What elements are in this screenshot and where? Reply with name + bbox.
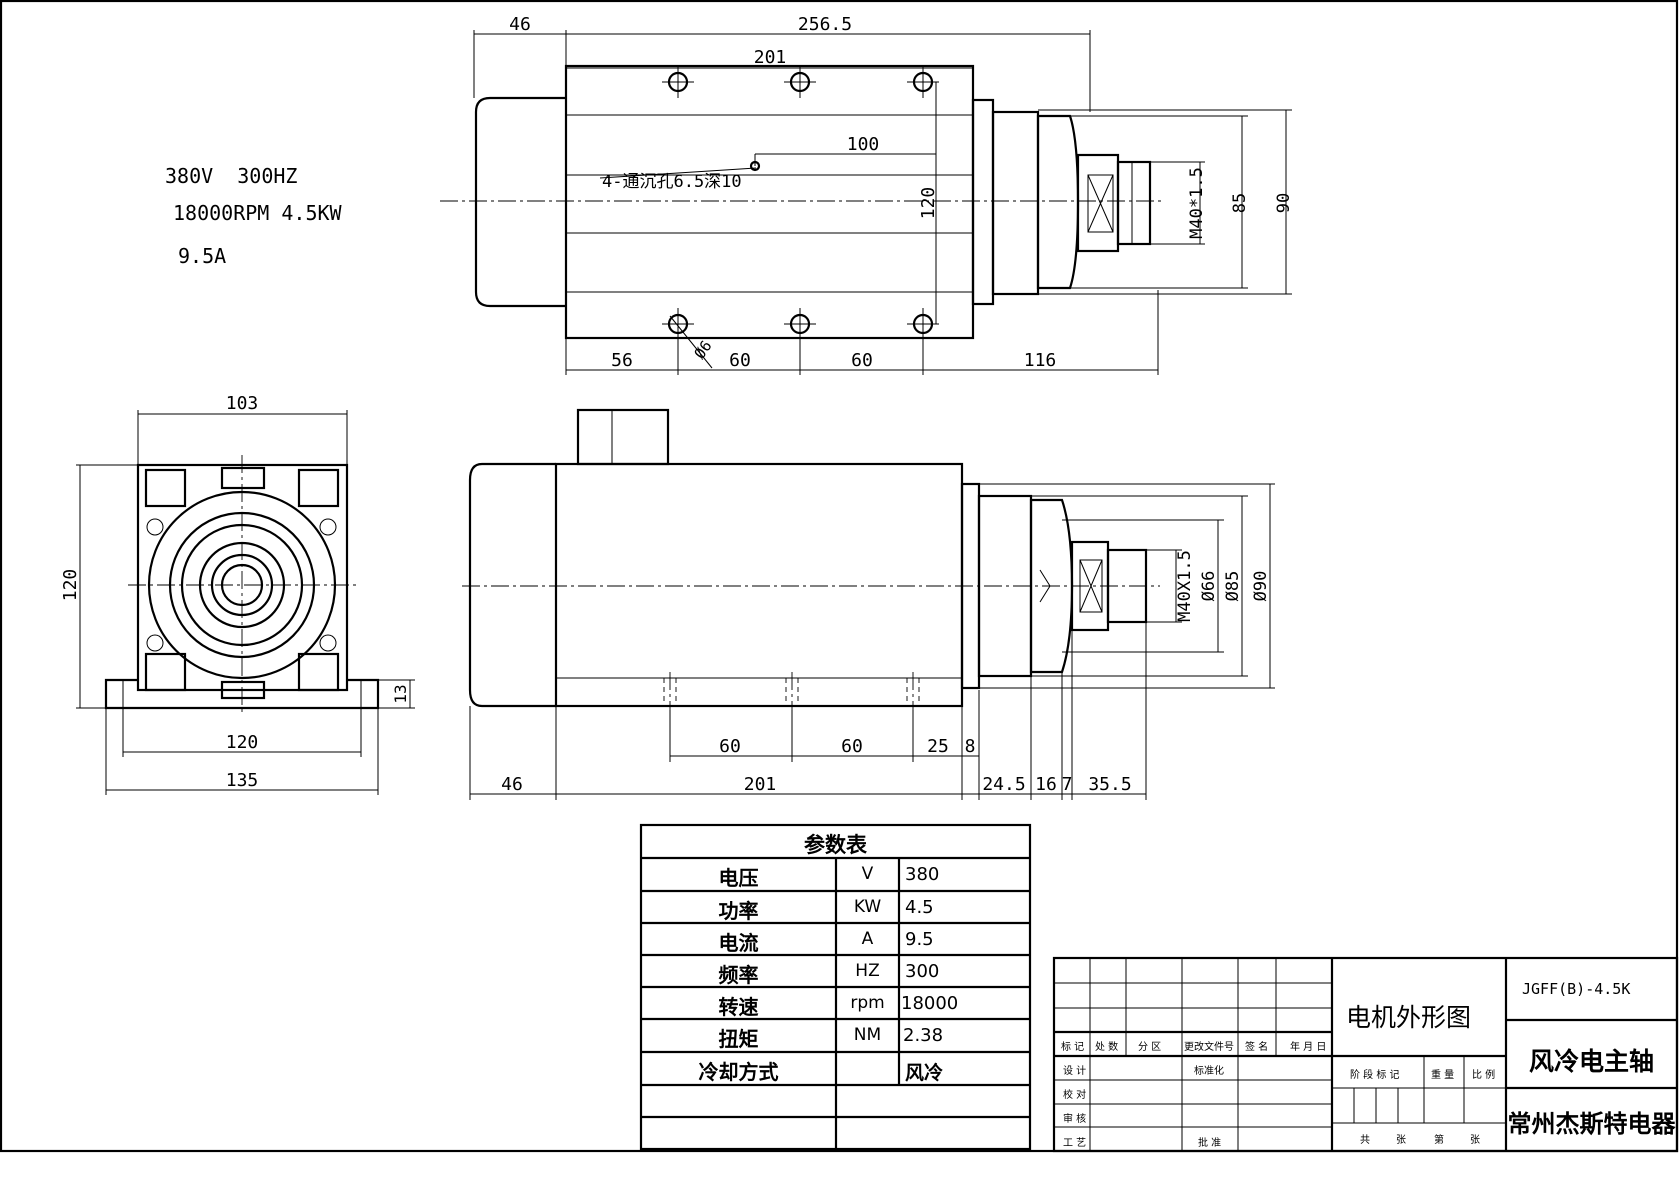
- side-dim-35-5: 35.5: [1088, 774, 1131, 795]
- dim-60-b: 60: [851, 350, 873, 371]
- dim-116: 116: [1024, 350, 1057, 371]
- label-sheet-2: 张: [1470, 1135, 1480, 1146]
- label-review: 审 核: [1063, 1114, 1087, 1125]
- param-value: 2.38: [903, 1025, 944, 1046]
- label-weight: 重 量: [1431, 1070, 1455, 1081]
- dim-left-46: 46: [509, 14, 531, 35]
- param-name: 转速: [718, 995, 759, 1019]
- param-value: 9.5: [905, 929, 934, 950]
- side-dim-24-5: 24.5: [982, 774, 1025, 795]
- param-unit: rpm: [850, 993, 885, 1013]
- label-count: 处 数: [1095, 1042, 1119, 1053]
- dim-end-135: 135: [226, 770, 259, 791]
- dim-total-256-5: 256.5: [798, 14, 852, 35]
- side-dim-d90: Ø90: [1251, 571, 1271, 602]
- label-mark: 标 记: [1061, 1042, 1085, 1053]
- dim-phi6: Ø6: [691, 337, 716, 362]
- spec-line-rpm-power: 18000RPM 4.5KW: [173, 201, 342, 225]
- dim-d85-top: 85: [1230, 193, 1250, 213]
- side-dim-25: 25: [927, 736, 949, 757]
- company-name: 常州杰斯特电器: [1507, 1110, 1676, 1138]
- param-unit: KW: [853, 897, 882, 917]
- top-rear-cap: [474, 96, 566, 308]
- dim-56: 56: [611, 350, 633, 371]
- dim-body-201: 201: [754, 47, 787, 68]
- label-design: 设 计: [1063, 1066, 1087, 1077]
- label-sign: 签 名: [1245, 1042, 1269, 1053]
- dim-hole-pitch-100: 100: [847, 134, 880, 155]
- label-date: 年 月 日: [1290, 1042, 1327, 1053]
- side-dim-60-b: 60: [841, 736, 863, 757]
- dim-end-13: 13: [391, 684, 410, 703]
- param-unit: V: [861, 864, 874, 884]
- model-number: JGFF(B)-4.5K: [1522, 980, 1631, 998]
- dim-end-120-height: 120: [60, 569, 81, 602]
- param-unit: A: [861, 929, 874, 949]
- side-dim-8: 8: [965, 736, 976, 757]
- param-name: 功率: [718, 899, 759, 923]
- param-value: 300: [905, 961, 940, 982]
- param-value: 18000: [901, 993, 959, 1014]
- drawing-frame: [0, 0, 1679, 1153]
- label-stage: 阶 段 标 记: [1350, 1070, 1400, 1081]
- side-dim-201: 201: [744, 774, 777, 795]
- label-total: 共: [1360, 1135, 1370, 1146]
- label-standard: 标准化: [1194, 1066, 1224, 1077]
- label-process: 工 艺: [1063, 1138, 1087, 1149]
- side-body: [554, 462, 964, 708]
- param-name: 电压: [718, 866, 759, 890]
- drawing-name: 电机外形图: [1346, 1003, 1472, 1032]
- thread-m40: M40*1.5: [1187, 167, 1207, 239]
- param-name: 扭矩: [718, 1027, 759, 1051]
- spec-line-current: 9.5A: [178, 244, 227, 268]
- side-mount-holes: [663, 678, 920, 706]
- param-unit: HZ: [855, 961, 880, 981]
- hole-note: 4-通沉孔6.5深10: [602, 172, 742, 192]
- param-unit: NM: [853, 1025, 882, 1045]
- side-dim-60-a: 60: [719, 736, 741, 757]
- side-junction-box: [576, 408, 670, 466]
- label-check: 校 对: [1063, 1090, 1087, 1101]
- side-dim-46: 46: [501, 774, 523, 795]
- end-view: 103 120 13 120 135: [60, 393, 415, 795]
- product-name: 风冷电主轴: [1528, 1047, 1654, 1076]
- label-sheets: 张: [1396, 1135, 1406, 1146]
- param-value: 380: [905, 864, 940, 885]
- side-rear-cap: [468, 462, 556, 708]
- side-view: M40X1.5 Ø66 Ø85 Ø90 60 60 25 8 46 201 24…: [462, 408, 1275, 800]
- dim-d90-top: 90: [1274, 193, 1294, 213]
- param-name: 频率: [718, 963, 759, 987]
- param-table-grid: [639, 823, 1032, 1151]
- dim-60-a: 60: [729, 350, 751, 371]
- mount-holes-top: [662, 66, 939, 340]
- dim-end-103: 103: [226, 393, 259, 414]
- dim-end-120-mount: 120: [226, 732, 259, 753]
- param-name: 电流: [718, 931, 759, 955]
- param-value: 4.5: [905, 897, 934, 918]
- side-dim-d85: Ø85: [1223, 571, 1243, 602]
- param-name: 冷却方式: [698, 1060, 779, 1084]
- side-dim-d66: Ø66: [1199, 571, 1219, 602]
- end-housing: [136, 463, 349, 692]
- label-approve: 批 准: [1198, 1138, 1222, 1149]
- spec-line-voltage-freq: 380V 300HZ: [165, 164, 298, 188]
- end-base: [104, 678, 380, 710]
- side-thread: M40X1.5: [1175, 550, 1195, 622]
- param-value: 风冷: [905, 1062, 944, 1084]
- title-block-grid: [1052, 956, 1679, 1153]
- side-dim-16: 16: [1035, 774, 1057, 795]
- label-change-doc: 更改文件号: [1184, 1042, 1234, 1053]
- side-dim-7: 7: [1062, 774, 1073, 795]
- top-view: 46 256.5 201 100 4-通沉孔6.5深10 120 M40*1.5…: [440, 14, 1294, 375]
- param-table-title: 参数表: [804, 833, 867, 857]
- label-scale: 比 例: [1472, 1070, 1496, 1081]
- label-zone: 分 区: [1138, 1042, 1162, 1053]
- dim-height-120: 120: [918, 187, 939, 220]
- label-page: 第: [1434, 1135, 1444, 1146]
- top-body: [564, 64, 975, 340]
